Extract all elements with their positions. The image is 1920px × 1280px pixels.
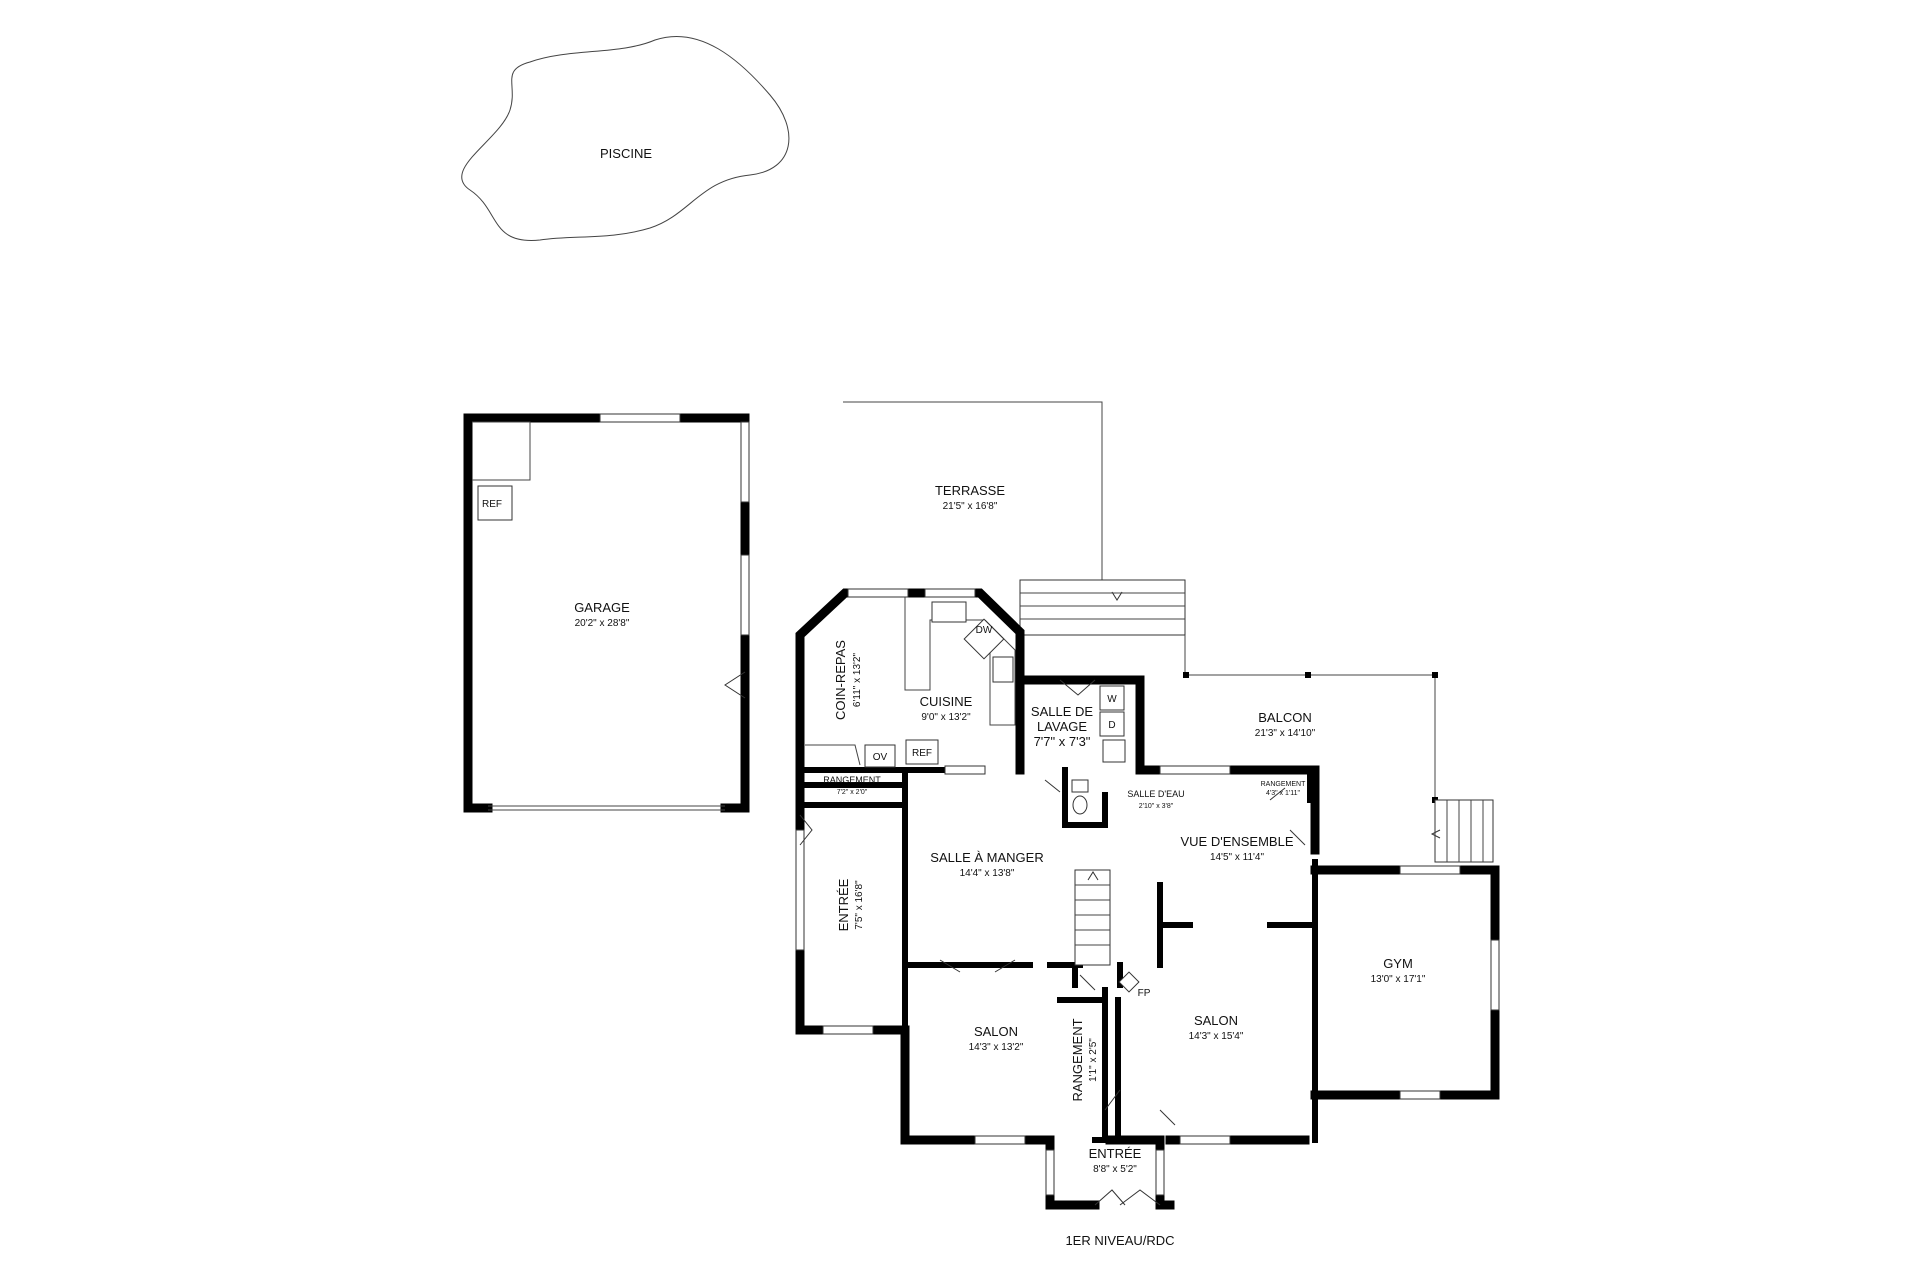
deck-steps: [1019, 579, 1186, 636]
terrasse-outline: [843, 401, 1103, 586]
fireplace-label: FP: [1138, 988, 1151, 999]
kitchen-ref-label: REF: [912, 748, 932, 759]
rangement1-name: RANGEMENT: [823, 775, 881, 785]
balcon-dims: 21'3" x 14'10": [1255, 728, 1316, 739]
dryer-label: D: [1108, 720, 1115, 731]
pool-outline: [461, 35, 790, 241]
lavage-name-2: LAVAGE: [1037, 719, 1087, 734]
entree-front-name: ENTRÉE: [1089, 1146, 1142, 1161]
house-windows: [795, 765, 1500, 1145]
oven-label: OV: [873, 752, 888, 763]
lavage-dims: 7'7" x 7'3": [1034, 734, 1091, 749]
balcon-name: BALCON: [1258, 710, 1311, 725]
gym-dims: 13'0" x 17'1": [1371, 974, 1426, 985]
level-label: 1ER NIVEAU/RDC: [1065, 1233, 1174, 1248]
lavage-name-1: SALLE DE: [1031, 704, 1093, 719]
vue-dims: 14'5" x 11'4": [1210, 852, 1265, 863]
vue-name: VUE D'ENSEMBLE: [1180, 834, 1293, 849]
salon1-dims: 14'3" x 13'2": [969, 1042, 1024, 1053]
coin-repas-dims: 6'11" x 13'2": [852, 653, 863, 708]
terrasse-dims: 21'5" x 16'8": [943, 501, 998, 512]
garage: [463, 413, 750, 813]
washer-label: W: [1107, 694, 1117, 705]
dishwasher-label: DW: [976, 625, 993, 636]
front-entry: [1045, 1135, 1165, 1210]
coin-repas-name: COIN-REPAS: [833, 640, 848, 720]
garage-name: GARAGE: [574, 600, 630, 615]
house-doors: [799, 779, 1306, 1206]
entree-side-name: ENTRÉE: [836, 878, 851, 931]
laundry-block: [1017, 675, 1145, 775]
cuisine-name: CUISINE: [920, 694, 973, 709]
salon2-name: SALON: [1194, 1013, 1238, 1028]
kitchen-block: [795, 588, 1025, 775]
pool-label: PISCINE: [600, 146, 652, 161]
salle-manger-dims: 14'4" x 13'8": [960, 868, 1015, 879]
rangement1-dims: 7'2" x 2'0": [837, 789, 868, 796]
rangement3-dims: 1'1" x 2'5": [1088, 1038, 1099, 1082]
cuisine-dims: 9'0" x 13'2": [921, 712, 971, 723]
gym-name: GYM: [1383, 956, 1413, 971]
salle-manger-name: SALLE À MANGER: [930, 850, 1043, 865]
back-stairs: [1430, 799, 1494, 863]
salle-eau-name: SALLE D'EAU: [1127, 789, 1184, 799]
salon2-dims: 14'3" x 15'4": [1189, 1031, 1244, 1042]
rangement2-dims: 4'3" x 1'11": [1266, 790, 1300, 797]
entree-front-dims: 8'8" x 5'2": [1093, 1164, 1137, 1175]
salon1-name: SALON: [974, 1024, 1018, 1039]
salle-eau-dims: 2'10" x 3'8": [1139, 803, 1174, 810]
garage-dims: 20'2" x 28'8": [575, 618, 630, 629]
rangement2-name: RANGEMENT: [1261, 781, 1306, 788]
rangement3-name: RANGEMENT: [1070, 1018, 1085, 1101]
garage-ref-label: REF: [482, 499, 502, 510]
entree-side-dims: 7'5" x 16'8": [854, 880, 865, 930]
terrasse-name: TERRASSE: [935, 483, 1005, 498]
